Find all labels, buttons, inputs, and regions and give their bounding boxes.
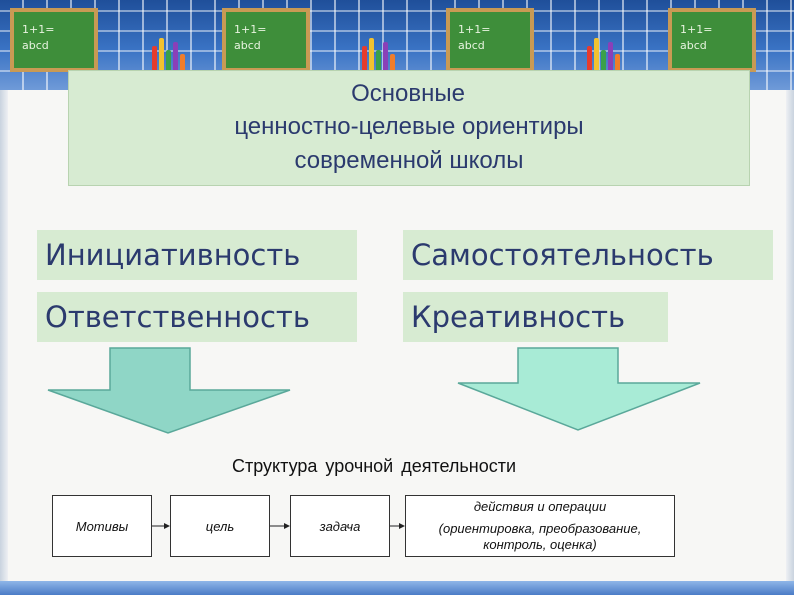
chalkboard-image: 1+1=abcd (446, 8, 534, 72)
title-line-3: современной школы (294, 147, 524, 174)
step-motives: Мотивы (52, 495, 152, 557)
title-panel: Основные ценностно-целевые ориентиры сов… (68, 70, 750, 186)
chalkboard-image: 1+1=abcd (222, 8, 310, 72)
value-box-independence: Самостоятельность (403, 230, 773, 280)
frame-right (786, 90, 794, 581)
chalkboard-image: 1+1=abcd (10, 8, 98, 72)
value-box-responsibility: Ответственность (37, 292, 357, 342)
decorative-footer-band (0, 581, 794, 595)
frame-left (0, 90, 8, 581)
chalkboard-image: 1+1=abcd (668, 8, 756, 72)
step-actions-title: действия и операции (473, 499, 607, 514)
down-arrow-right (457, 347, 701, 431)
structure-heading: Структура урочной деятельности (232, 456, 517, 476)
step-connectors (152, 523, 405, 529)
value-box-initiative: Инициативность (37, 230, 357, 280)
step-actions-detail-2: контроль, оценка) (483, 537, 597, 552)
step-task: задача (290, 495, 390, 557)
title-line-1: Основные (351, 80, 465, 107)
step-goal: цель (170, 495, 270, 557)
arrows-layer (47, 347, 701, 434)
down-arrow-left (47, 347, 291, 434)
title-line-2: ценностно-целевые ориентиры (234, 113, 584, 140)
step-actions-detail-1: (ориентировка, преобразование, (438, 521, 642, 536)
value-box-creativity: Креативность (403, 292, 668, 342)
step-actions: действия и операции (ориентировка, преоб… (405, 495, 675, 557)
